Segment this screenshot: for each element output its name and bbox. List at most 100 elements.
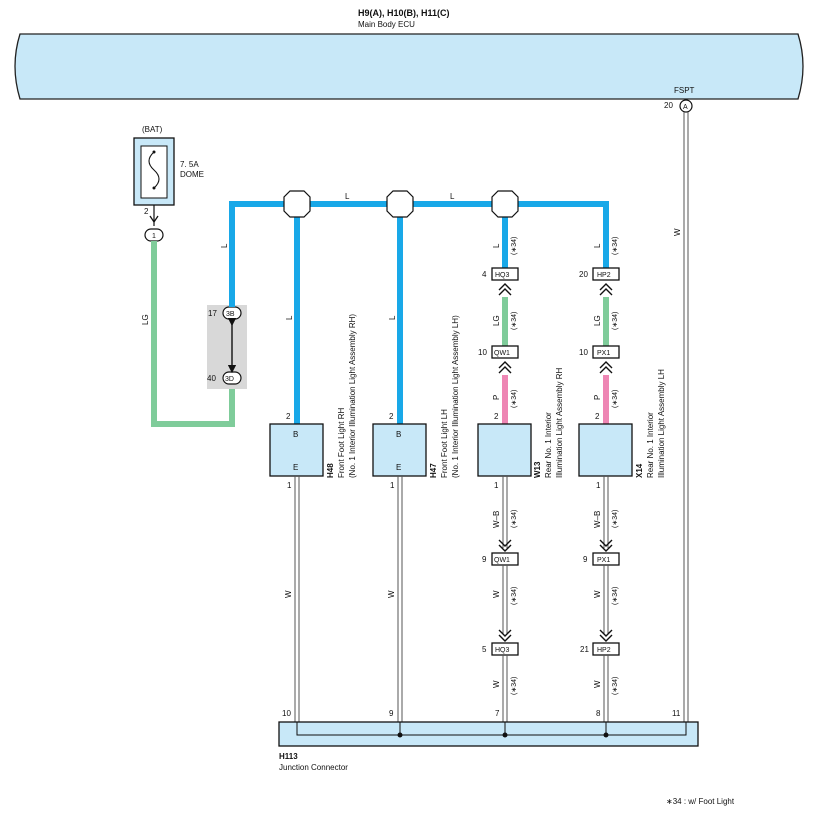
wire-note-w-x14-mid: (∗34): [612, 587, 619, 605]
h47-name1: Front Foot Light LH: [440, 409, 449, 478]
jc-pin-2: 9: [389, 709, 394, 718]
fuse-element-icon: [148, 151, 160, 189]
connector-hp2-bottom-name: HP2: [597, 647, 611, 654]
connector-hp2-bottom-pin: 21: [580, 645, 589, 654]
junction-connector-bus: [296, 722, 687, 736]
ecu-terminal-marker: [679, 99, 693, 113]
jc-splice-dot-2: [502, 732, 508, 738]
wire-note-w-w13-mid: (∗34): [511, 587, 518, 605]
wire-label-wb-x14: W–B: [593, 511, 602, 528]
connector-hq3-top: [491, 267, 519, 281]
connector-hq3-top-pin: 4: [482, 270, 487, 279]
connector-hp2-top: [592, 267, 620, 281]
junction-connector-name: Junction Connector: [279, 763, 348, 772]
connector-hp2-top-name: HP2: [597, 272, 611, 279]
junction-top-label: 3B: [226, 311, 235, 318]
connector-qw1-top-arrow: [498, 361, 512, 374]
h47-box: [372, 423, 427, 477]
splice-point-1: [283, 190, 311, 218]
wire-note-wb-x14: (∗34): [612, 510, 619, 528]
wire-label-l-x14: L: [593, 243, 602, 248]
w13-box: [477, 423, 532, 477]
connector-hq3-bottom-name: HQ3: [495, 647, 510, 654]
h48-name1: Front Foot Light RH: [337, 408, 346, 478]
wire-l-bus: [229, 201, 609, 307]
x14-name2: Illumination Light Assembly LH: [657, 369, 666, 478]
jc-pin-4: 8: [596, 709, 601, 718]
connector-qw1-bottom: [491, 552, 519, 566]
connector-px1-bottom-arrow: [599, 539, 613, 552]
splice-point-3: [491, 190, 519, 218]
w13-pin-bottom: 1: [494, 481, 499, 490]
wire-label-p-x14: P: [593, 395, 602, 400]
wire-lg-fuse: [151, 241, 235, 427]
ecu-terminal-name: FSPT: [674, 86, 695, 95]
connector-hq3-top-arrow: [498, 283, 512, 296]
fuse-name: DOME: [180, 170, 204, 179]
wire-label-w-x14-low: W: [593, 680, 602, 688]
junction-bottom-pin: 40: [207, 374, 216, 383]
fuse-junction-label: 1: [152, 233, 156, 240]
fuse-lead-arrow: [149, 215, 159, 224]
junction-connector-code: H113: [279, 752, 298, 761]
w13-name2: Illumination Light Assembly RH: [555, 368, 564, 478]
fuse-source: (BAT): [142, 125, 163, 134]
wire-note-w-w13-low: (∗34): [511, 677, 518, 695]
x14-pin-bottom: 1: [596, 481, 601, 490]
wire-label-l-bus-1: L: [345, 192, 350, 201]
connector-px1-top-name: PX1: [597, 350, 610, 357]
wire-label-fspt-w: W: [673, 228, 682, 236]
wire-label-w-h48: W: [284, 590, 293, 598]
fuse-pin: 2: [144, 207, 149, 216]
connector-px1-top: [592, 345, 620, 359]
w13-name1: Rear No. 1 Interior: [544, 412, 553, 478]
connector-qw1-bottom-arrow: [498, 539, 512, 552]
connector-hp2-top-arrow: [599, 283, 613, 296]
fuse-rating: 7. 5A: [180, 160, 199, 169]
ecu-code: H9(A), H10(B), H11(C): [358, 8, 450, 18]
ecu-body: [14, 33, 804, 100]
wire-label-wb-w13: W–B: [492, 511, 501, 528]
footnote: ∗34 : w/ Foot Light: [666, 797, 735, 806]
wire-note-l-w13: (∗34): [511, 237, 518, 255]
h47-label-b: B: [396, 430, 401, 439]
h48-pin-bottom: 1: [287, 481, 292, 490]
splice-point-2: [386, 190, 414, 218]
x14-box: [578, 423, 633, 477]
wire-label-l-h48: L: [285, 315, 294, 320]
connector-px1-bottom: [592, 552, 620, 566]
connector-px1-bottom-pin: 9: [583, 555, 588, 564]
wire-note-w-x14-low: (∗34): [612, 677, 619, 695]
wire-label-p-w13: P: [492, 395, 501, 400]
h47-pin-bottom: 1: [390, 481, 395, 490]
connector-qw1-bottom-pin: 9: [482, 555, 487, 564]
wire-label-l-w13: L: [492, 243, 501, 248]
junction-connector-body: [278, 721, 699, 747]
connector-qw1-top: [491, 345, 519, 359]
jc-pin-1: 10: [282, 709, 291, 718]
ecu-terminal-connector: A: [683, 104, 688, 111]
wire-note-l-x14: (∗34): [612, 237, 619, 255]
jc-pin-3: 7: [495, 709, 500, 718]
h47-pin-top: 2: [389, 412, 394, 421]
connector-qw1-bottom-name: QW1: [494, 557, 510, 564]
connector-hq3-top-name: HQ3: [495, 272, 510, 279]
h48-code: H48: [326, 463, 335, 478]
wire-note-p-w13: (∗34): [511, 390, 518, 408]
jc-pin-5: 11: [672, 709, 681, 718]
x14-code: X14: [635, 463, 644, 478]
connector-qw1-top-name: QW1: [494, 350, 510, 357]
connector-hq3-bottom-pin: 5: [482, 645, 487, 654]
jc-splice-dot-1: [397, 732, 403, 738]
wire-label-lg-w13: LG: [492, 315, 501, 326]
wire-label-w-w13-low: W: [492, 680, 501, 688]
wire-note-lg-w13: (∗34): [511, 312, 518, 330]
ecu-name: Main Body ECU: [358, 20, 415, 29]
wire-label-l-left: L: [220, 243, 229, 248]
fuse-inner: [140, 145, 168, 199]
h48-pin-top: 2: [286, 412, 291, 421]
wire-note-p-x14: (∗34): [612, 390, 619, 408]
h47-label-e: E: [396, 463, 401, 472]
